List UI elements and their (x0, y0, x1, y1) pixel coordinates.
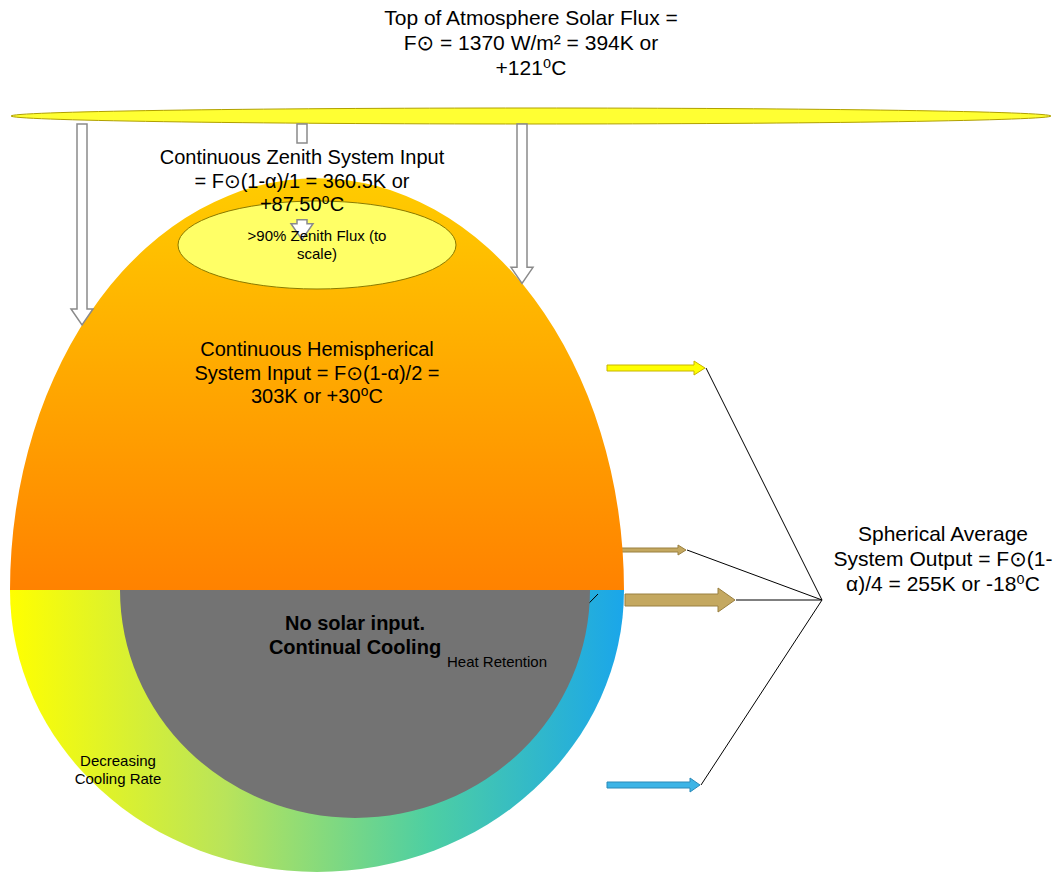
night-region: No solar input. Continual Cooling (120, 590, 590, 818)
night-cooling-ring (10, 590, 624, 872)
node-text: No solar input. Continual Cooling (245, 612, 465, 659)
sun-band: Top of Atmosphere Solar Flux = F⊙ = 1370… (0, 0, 1062, 128)
edge-label: Continuous Zenith System Input = F⊙(1-α)… (152, 146, 452, 217)
node-text: >90% Zenith Flux (to scale) (242, 227, 392, 262)
heat-retention-label: Heat Retention (442, 653, 552, 671)
output-label: Spherical Average System Output = F⊙(1-α… (832, 522, 1054, 596)
day-hemisphere: Continuous Hemispherical System Input = … (10, 178, 624, 590)
cooling-rate-label: Decreasing Cooling Rate (72, 752, 164, 787)
node-text: Continuous Hemispherical System Input = … (177, 338, 457, 409)
solar-input-arrow (71, 124, 93, 325)
output-arrows (607, 361, 735, 792)
solar-input-arrow (511, 124, 533, 283)
converging-lines (687, 368, 822, 785)
node-text: Top of Atmosphere Solar Flux = F⊙ = 1370… (371, 6, 691, 80)
